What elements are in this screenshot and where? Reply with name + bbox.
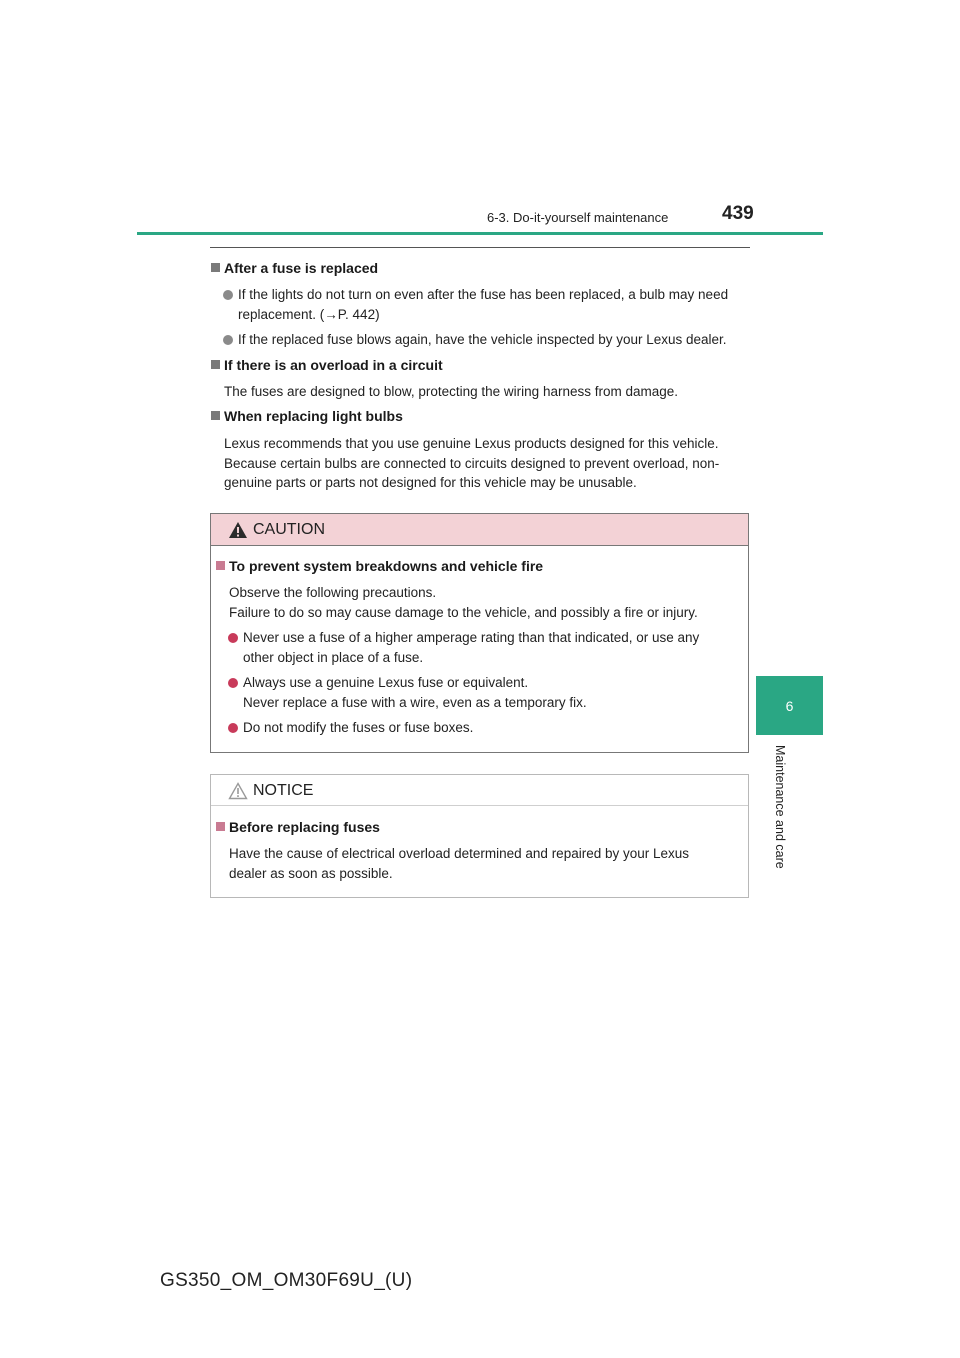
list-item: If the lights do not turn on even after …: [223, 285, 752, 324]
chapter-label: Maintenance and care: [771, 745, 791, 890]
notice-header: NOTICE: [211, 775, 748, 806]
list-item: Do not modify the fuses or fuse boxes.: [228, 718, 473, 738]
notice-title: NOTICE: [253, 782, 314, 799]
square-bullet-icon: [211, 411, 220, 420]
chapter-tab[interactable]: 6: [756, 676, 823, 735]
caution-box: CAUTION To prevent system breakdowns and…: [210, 513, 749, 753]
caution-header: CAUTION: [211, 514, 748, 546]
bullet-dot-icon: [223, 290, 233, 300]
chapter-number: 6: [785, 697, 794, 714]
caution-heading: To prevent system breakdowns and vehicle…: [216, 558, 543, 574]
paragraph: Lexus recommends that you use genuine Le…: [224, 436, 720, 490]
notice-heading: Before replacing fuses: [216, 819, 380, 835]
caution-title: CAUTION: [253, 521, 325, 538]
list-item: Always use a genuine Lexus fuse or equiv…: [228, 673, 587, 712]
paragraph: The fuses are designed to blow, protecti…: [224, 384, 679, 399]
notice-text: Have the cause of electrical overload de…: [229, 846, 690, 881]
content-top-rule: [210, 247, 750, 248]
section-heading: If there is an overload in a circuit: [211, 357, 443, 373]
document-code: GS350_OM_OM30F69U_(U): [160, 1270, 413, 1291]
bullet-dot-icon: [228, 723, 238, 733]
square-bullet-icon: [216, 822, 225, 831]
notice-box: NOTICE Before replacing fuses Have the c…: [210, 774, 749, 898]
bullet-dot-icon: [228, 633, 238, 643]
chapter-label-text: Maintenance and care: [773, 745, 787, 869]
square-bullet-icon: [216, 561, 225, 570]
section-heading: When replacing light bulbs: [211, 408, 403, 424]
section-title: 6-3. Do-it-yourself maintenance: [487, 210, 669, 225]
warning-triangle-icon: [229, 522, 247, 538]
square-bullet-icon: [211, 263, 220, 272]
caution-text: Observe the following precautions. Failu…: [229, 585, 698, 620]
bullet-dot-icon: [223, 335, 233, 345]
bullet-dot-icon: [228, 678, 238, 688]
warning-triangle-outline-icon: [228, 782, 248, 800]
list-item: Never use a fuse of a higher amperage ra…: [228, 628, 745, 667]
page-number: 439: [722, 203, 754, 224]
section-heading: After a fuse is replaced: [211, 260, 378, 276]
list-item: If the replaced fuse blows again, have t…: [223, 330, 727, 350]
header-rule: [137, 232, 823, 235]
square-bullet-icon: [211, 360, 220, 369]
